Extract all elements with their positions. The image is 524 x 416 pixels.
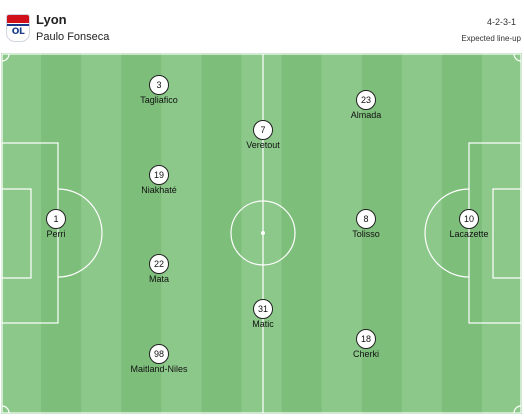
player-number-badge: 8 <box>356 209 376 229</box>
player-number-badge: 22 <box>149 254 169 274</box>
player-number-badge: 19 <box>149 165 169 185</box>
player-number-badge: 31 <box>253 299 273 319</box>
lyon-crest-icon: OL <box>6 14 30 42</box>
player-number-badge: 23 <box>356 90 376 110</box>
left-goal-area <box>1 188 32 279</box>
player-number-badge: 10 <box>459 209 479 229</box>
pitch-stripe <box>1 53 42 414</box>
player-name: Maitland-Niles <box>130 364 188 374</box>
player-number-badge: 98 <box>149 344 169 364</box>
pitch-stripes <box>1 53 522 414</box>
pitch-stripe <box>481 53 522 414</box>
player-name: Mata <box>148 274 169 284</box>
player-name: Perri <box>46 229 66 239</box>
player-name: Cherki <box>352 349 379 359</box>
corner-arc-bottom-left <box>1 405 10 414</box>
player-name: Tolisso <box>352 229 380 239</box>
coach-name: Paulo Fonseca <box>36 31 110 43</box>
right-penalty-arc <box>424 188 470 278</box>
center-spot <box>261 231 265 235</box>
player-name: Almada <box>350 110 382 120</box>
formation-label: 4-2-3-1 <box>486 17 516 27</box>
player-number-badge: 18 <box>356 329 376 349</box>
corner-arc-top-right <box>513 53 522 62</box>
pitch-stripe <box>41 53 82 414</box>
pitch-stripe <box>161 53 202 414</box>
team-header: OL Lyon Paulo Fonseca 4-2-3-1 Expected l… <box>0 0 524 52</box>
pitch-stripe <box>201 53 242 414</box>
pitch-stripe <box>441 53 483 414</box>
corner-arc-bottom-right <box>513 405 522 414</box>
crest-red-band <box>7 15 29 23</box>
team-name: Lyon <box>36 12 67 27</box>
pitch-stripe <box>401 53 443 414</box>
player-name: Matic <box>252 319 274 329</box>
right-goal-area <box>492 188 522 279</box>
crest-letters: OL <box>11 27 25 37</box>
pitch-stripe <box>321 53 363 414</box>
player-name: Tagliafico <box>140 95 178 105</box>
player-name: Veretout <box>246 140 280 150</box>
football-pitch <box>1 53 522 414</box>
center-circle <box>230 200 296 266</box>
player-number-badge: 7 <box>253 120 273 140</box>
player-number-badge: 1 <box>46 209 66 229</box>
crest-blue-band <box>7 24 29 26</box>
player-name: Niakhaté <box>141 185 177 195</box>
corner-arc-top-left <box>1 53 10 62</box>
player-number-badge: 3 <box>149 75 169 95</box>
pitch-stripe <box>281 53 323 414</box>
player-name: Lacazette <box>449 229 489 239</box>
left-penalty-arc <box>57 188 103 278</box>
expected-lineup-label: Expected line-up <box>461 34 521 43</box>
pitch-stripe <box>361 53 403 414</box>
